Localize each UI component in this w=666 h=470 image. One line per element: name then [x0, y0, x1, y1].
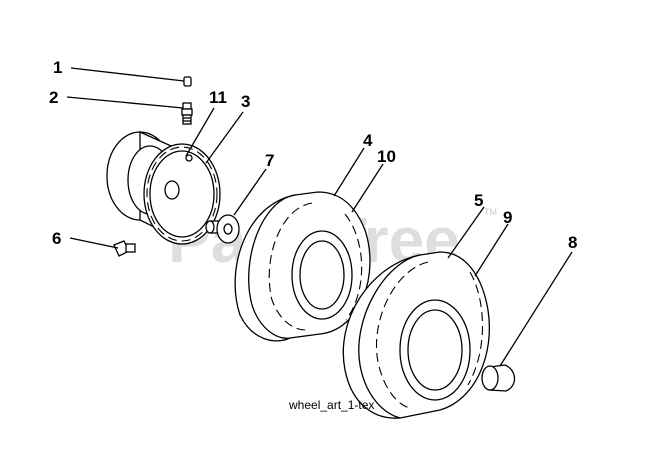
part-6-bolt [113, 240, 136, 257]
callout-1: 1 [53, 58, 62, 77]
part-3-rim [106, 130, 221, 245]
part-8-hub-cap [481, 364, 516, 392]
callout-7: 7 [265, 151, 274, 170]
diagram-caption: wheel_art_1-tex [288, 398, 374, 412]
part-2-valve-stem [181, 102, 193, 125]
callout-11: 11 [209, 88, 227, 107]
callout-9: 9 [503, 208, 512, 227]
callout-6: 6 [52, 229, 61, 248]
callout-3: 3 [241, 92, 250, 111]
callout-2: 2 [49, 88, 58, 107]
part-1-valve-cap [183, 76, 192, 87]
callout-10: 10 [377, 147, 396, 166]
part-4-tire [234, 191, 371, 342]
callout-8: 8 [568, 233, 577, 252]
callout-4: 4 [363, 131, 373, 150]
part-5-tube [342, 251, 490, 419]
watermark-trademark: TM [484, 207, 497, 217]
callout-5: 5 [474, 191, 483, 210]
part-7-washer [205, 214, 240, 244]
leader-lines [66, 67, 573, 367]
